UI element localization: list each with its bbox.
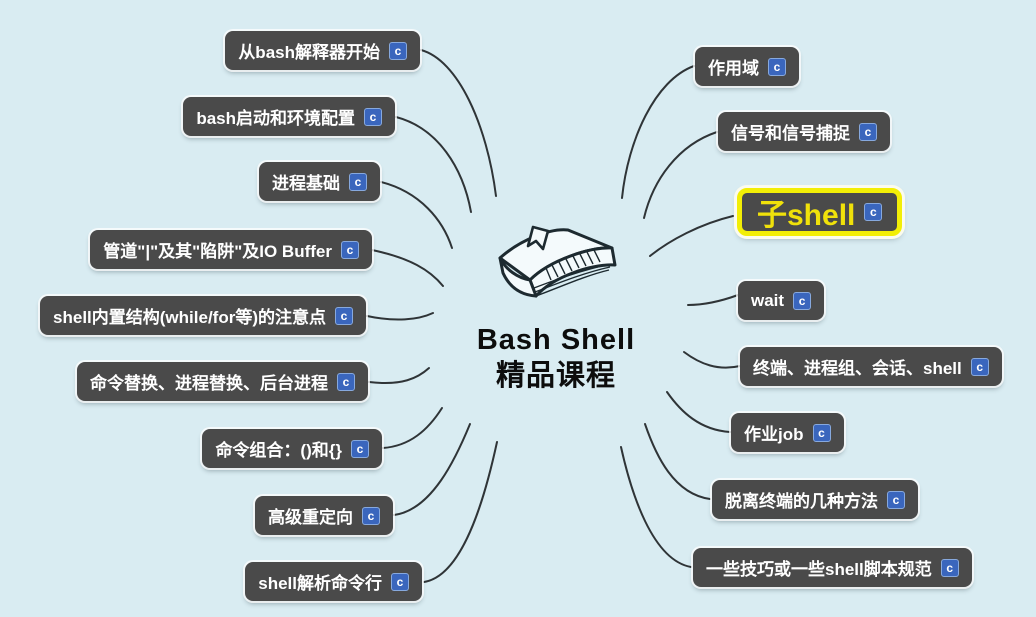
connector-left-9 [423, 441, 498, 583]
connector-right-6 [666, 391, 731, 433]
node-label: 终端、进程组、会话、shell [753, 359, 962, 378]
node-label: 命令替换、进程替换、后台进程 [90, 374, 328, 393]
node-label: 作用域 [708, 59, 759, 78]
connector-left-7 [382, 407, 443, 449]
copy-icon[interactable]: c [391, 572, 409, 591]
node-subshell[interactable]: 子shell c [737, 188, 903, 236]
copy-icon[interactable]: c [349, 172, 367, 191]
node-label: 命令组合：()和{} [215, 441, 342, 460]
node-command-grouping[interactable]: 命令组合：()和{} c [202, 429, 382, 468]
connector-left-5 [366, 312, 434, 321]
copy-icon[interactable]: c [768, 57, 786, 76]
node-label: 一些技巧或一些shell脚本规范 [706, 560, 932, 579]
connector-left-1 [420, 49, 497, 197]
node-bash-startup-env-config[interactable]: bash启动和环境配置 c [183, 97, 395, 136]
copy-icon[interactable]: c [389, 41, 407, 60]
copy-icon[interactable]: c [970, 357, 989, 376]
node-label: shell解析命令行 [258, 574, 382, 593]
connector-left-8 [393, 423, 471, 516]
book-icon [498, 225, 617, 298]
node-label: 管道"|"及其"陷阱"及IO Buffer [103, 242, 332, 261]
central-topic[interactable]: Bash Shell 精品课程 [396, 218, 716, 394]
node-label: 脱离终端的几种方法 [725, 492, 878, 511]
node-substitution-background-process[interactable]: 命令替换、进程替换、后台进程 c [77, 362, 368, 401]
node-label: 作业job [744, 425, 804, 444]
node-signals-and-trap[interactable]: 信号和信号捕捉 c [718, 112, 890, 151]
copy-icon[interactable]: c [940, 558, 959, 577]
node-label: 信号和信号捕捉 [731, 124, 850, 143]
node-wait[interactable]: wait c [738, 281, 825, 320]
connector-right-7 [644, 423, 711, 500]
center-title-line1: Bash Shell [476, 324, 636, 356]
node-shell-command-line-parsing[interactable]: shell解析命令行 c [245, 562, 422, 601]
copy-icon[interactable]: c [337, 372, 355, 391]
connector-left-6 [368, 367, 430, 384]
node-shell-builtin-structure-notes[interactable]: shell内置结构(while/for等)的注意点 c [40, 296, 366, 335]
connector-right-5 [683, 351, 741, 369]
copy-icon[interactable]: c [793, 291, 812, 310]
connector-left-4 [371, 249, 444, 287]
connector-right-2 [643, 131, 718, 219]
copy-icon[interactable]: c [341, 240, 359, 259]
node-start-from-bash-interpreter[interactable]: 从bash解释器开始 c [225, 31, 420, 70]
copy-icon[interactable]: c [812, 423, 831, 442]
node-job[interactable]: 作业job c [731, 413, 844, 452]
copy-icon[interactable]: c [362, 506, 380, 525]
copy-icon[interactable]: c [351, 439, 369, 458]
node-advanced-redirection[interactable]: 高级重定向 c [255, 496, 393, 535]
copy-icon[interactable]: c [864, 203, 883, 221]
node-label: 高级重定向 [268, 508, 353, 527]
node-label: 进程基础 [272, 174, 340, 193]
connector-right-1 [621, 65, 695, 199]
center-title-line2: 精品课程 [495, 360, 616, 392]
node-process-basics[interactable]: 进程基础 c [259, 162, 380, 201]
node-scope[interactable]: 作用域 c [695, 47, 799, 86]
copy-icon[interactable]: c [887, 490, 905, 509]
node-label: bash启动和环境配置 [196, 109, 355, 128]
connector-left-2 [395, 116, 472, 213]
node-detach-terminal-methods[interactable]: 脱离终端的几种方法 c [712, 480, 918, 519]
connector-right-3 [649, 215, 734, 257]
copy-icon[interactable]: c [364, 107, 382, 126]
node-terminal-process-group-session-shell[interactable]: 终端、进程组、会话、shell c [740, 347, 1002, 386]
connector-right-8 [620, 446, 692, 568]
node-label: 从bash解释器开始 [238, 43, 380, 62]
connector-right-4 [687, 294, 739, 306]
copy-icon[interactable]: c [335, 306, 353, 325]
node-label: wait [751, 290, 785, 310]
node-pipe-traps-io-buffer[interactable]: 管道"|"及其"陷阱"及IO Buffer c [90, 230, 372, 269]
node-label: 子shell [757, 199, 856, 232]
copy-icon[interactable]: c [859, 122, 877, 141]
node-label: shell内置结构(while/for等)的注意点 [53, 308, 326, 327]
connector-left-3 [380, 181, 453, 249]
node-tips-shell-script-conventions[interactable]: 一些技巧或一些shell脚本规范 c [693, 548, 972, 587]
